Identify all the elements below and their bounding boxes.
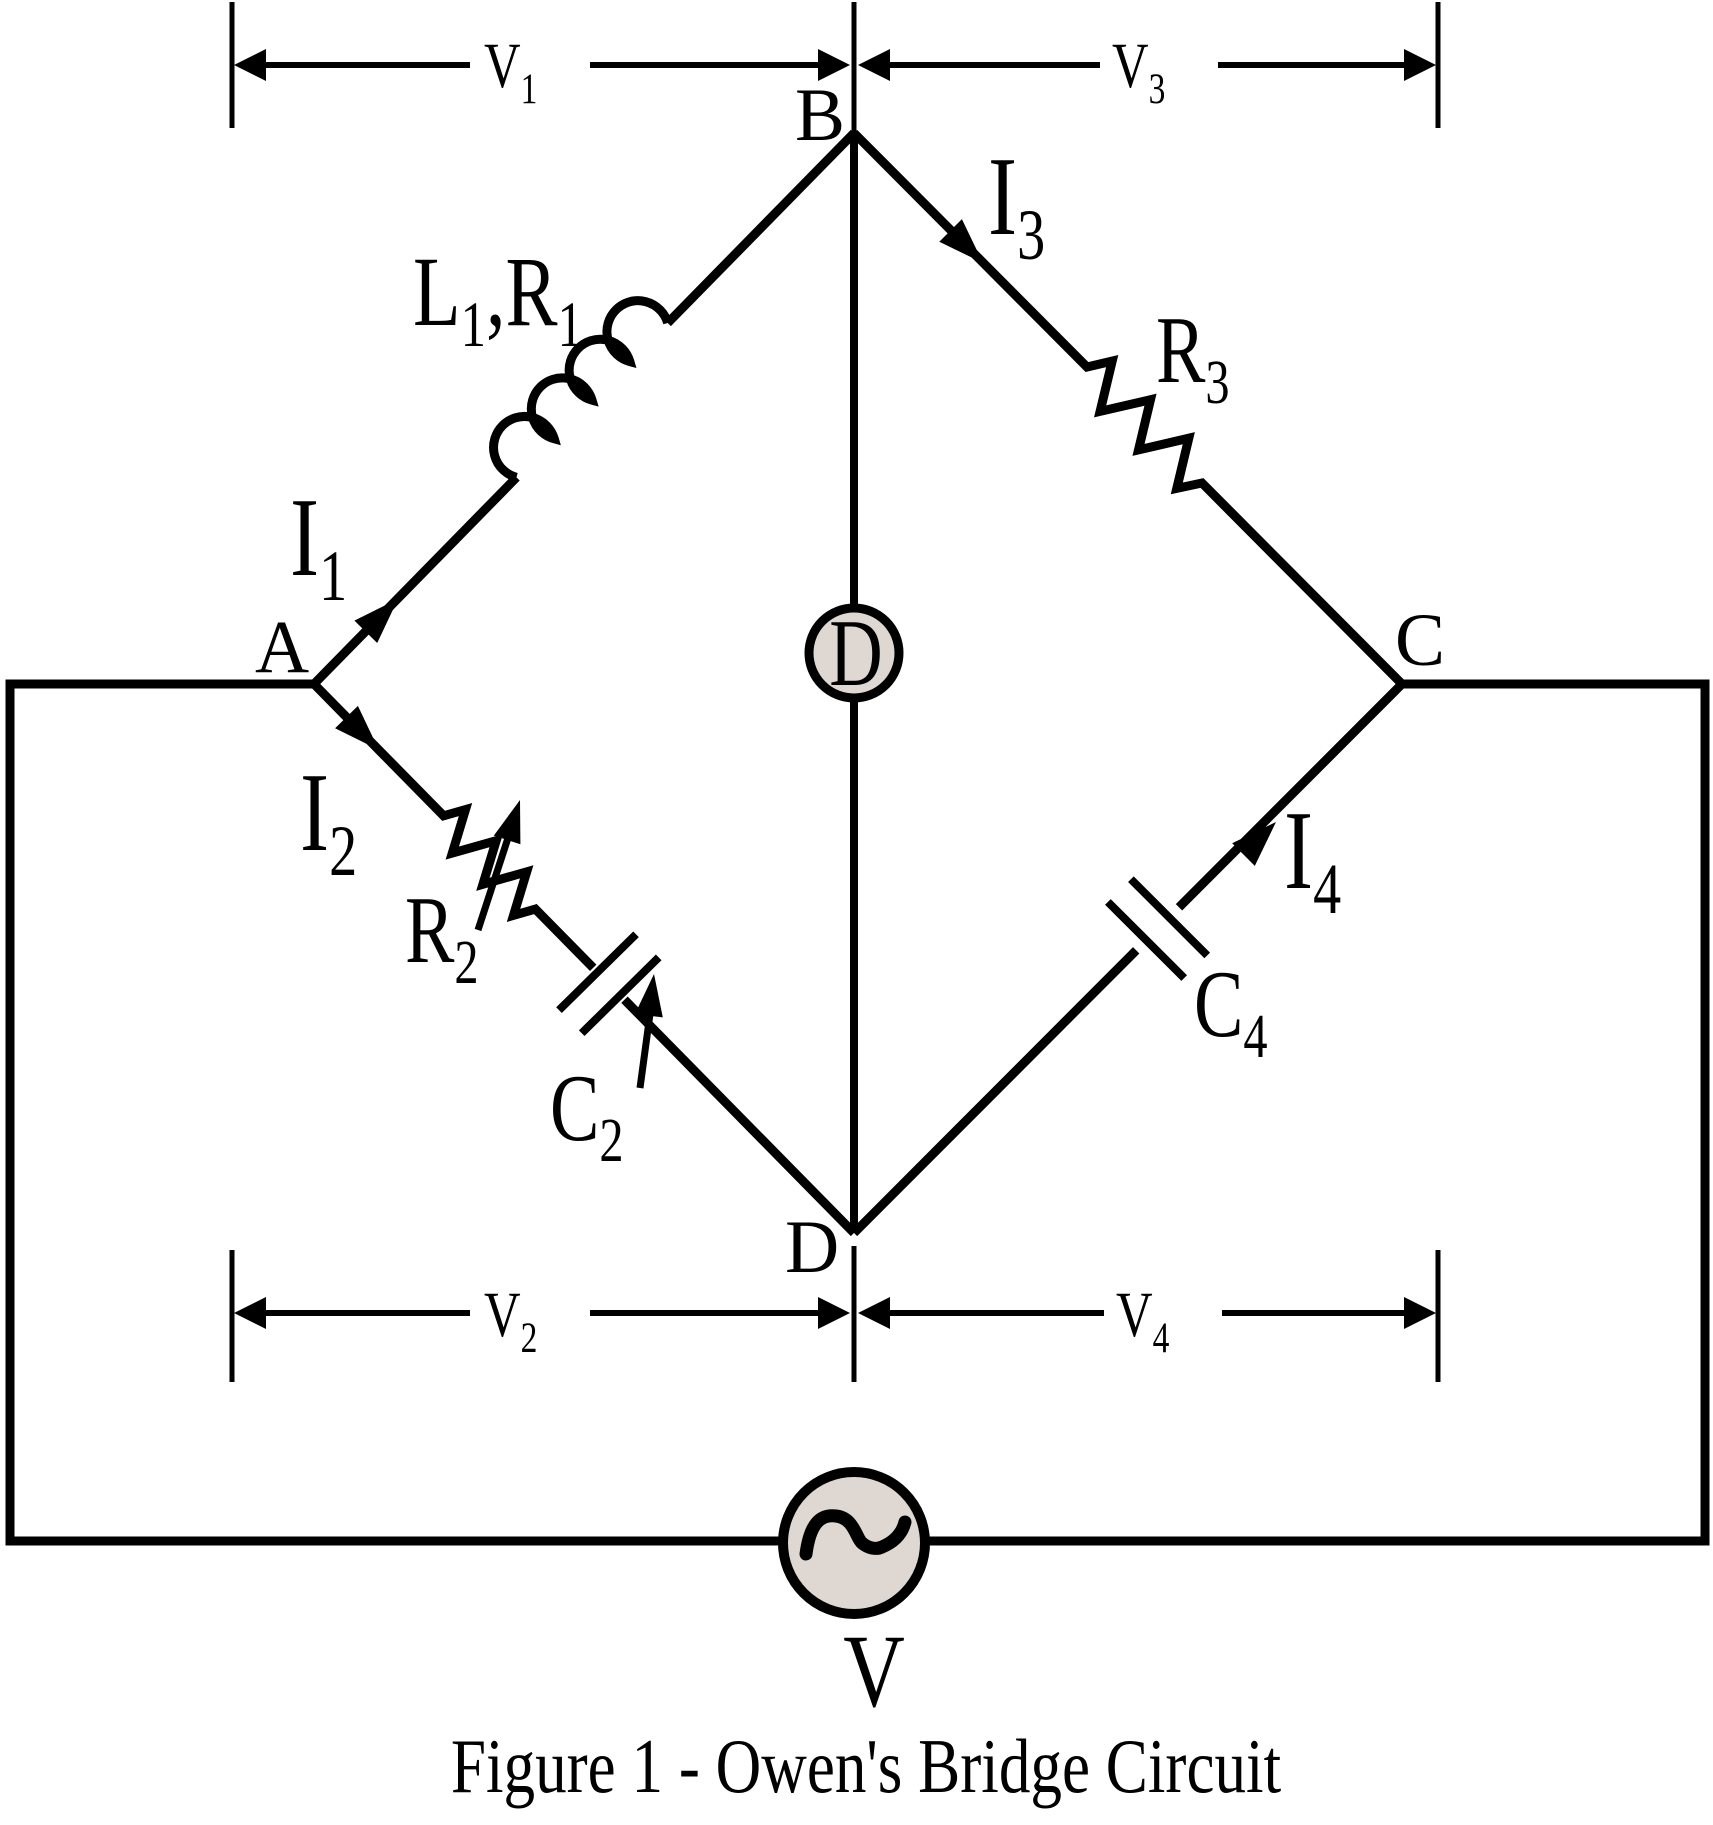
variable-capacitor-arrow-icon — [636, 1013, 654, 1089]
v4-right-arrowhead-icon — [1404, 1297, 1436, 1329]
voltage-label-v3: V3 — [1112, 29, 1165, 113]
v3-right-arrowhead-icon — [1404, 49, 1436, 81]
v1-right-arrowhead-icon — [818, 49, 850, 81]
arm-ad-wire-resistor-r2 — [310, 680, 858, 1237]
component-label-c4: C4 — [1194, 952, 1268, 1071]
current-i2-arrowhead-icon — [335, 705, 379, 750]
current-i3-arrowhead-icon — [939, 219, 983, 263]
component-label-r2: R2 — [405, 878, 479, 997]
node-label-c: C — [1395, 599, 1445, 682]
voltage-label-v4: V4 — [1116, 1278, 1169, 1362]
component-label-c2: C2 — [550, 1056, 624, 1175]
voltage-label-v2: V2 — [484, 1278, 537, 1362]
variable-capacitor-arrowhead-icon — [635, 974, 663, 1018]
dimension-ticks-top — [229, 2, 1441, 133]
variable-resistor-arrowhead-icon — [493, 800, 521, 845]
capacitor-c4-plates-icon — [1105, 876, 1211, 981]
v3-left-arrowhead-icon — [858, 49, 890, 81]
component-label-l1r1: L1,R1 — [413, 237, 583, 361]
v1-left-arrowhead-icon — [234, 49, 266, 81]
arm-bc-wire-resistor-r3 — [850, 129, 1406, 688]
v4-left-arrowhead-icon — [858, 1297, 890, 1329]
arm-dc-wire — [850, 680, 1406, 1237]
detector-label: D — [829, 601, 883, 706]
current-label-i4: I4 — [1284, 789, 1341, 929]
node-label-d: D — [785, 1206, 839, 1289]
voltage-label-v1: V1 — [484, 29, 537, 113]
inductor-coil-icon — [489, 296, 673, 482]
v2-right-arrowhead-icon — [818, 1297, 850, 1329]
current-label-i2: I2 — [300, 751, 357, 891]
current-label-i1: I1 — [290, 476, 347, 616]
variable-resistor-arrow-icon — [474, 836, 512, 932]
detector-circle — [804, 603, 904, 703]
capacitor-c2-plates-icon — [556, 931, 662, 1037]
current-i1-arrowhead-icon — [354, 599, 398, 643]
dimension-ticks-bottom — [229, 1246, 1441, 1382]
v2-left-arrowhead-icon — [234, 1297, 266, 1329]
sine-wave-icon — [799, 1509, 912, 1561]
arm-ab-wire — [310, 129, 858, 688]
node-label-a: A — [255, 606, 309, 689]
current-label-i3: I3 — [988, 135, 1045, 275]
node-label-b: B — [795, 74, 845, 157]
figure-caption: Figure 1 - Owen's Bridge Circuit — [451, 1724, 1282, 1809]
component-label-r3: R3 — [1156, 298, 1230, 417]
source-label: V — [843, 1613, 905, 1729]
current-i4-arrowhead-icon — [1232, 822, 1276, 866]
